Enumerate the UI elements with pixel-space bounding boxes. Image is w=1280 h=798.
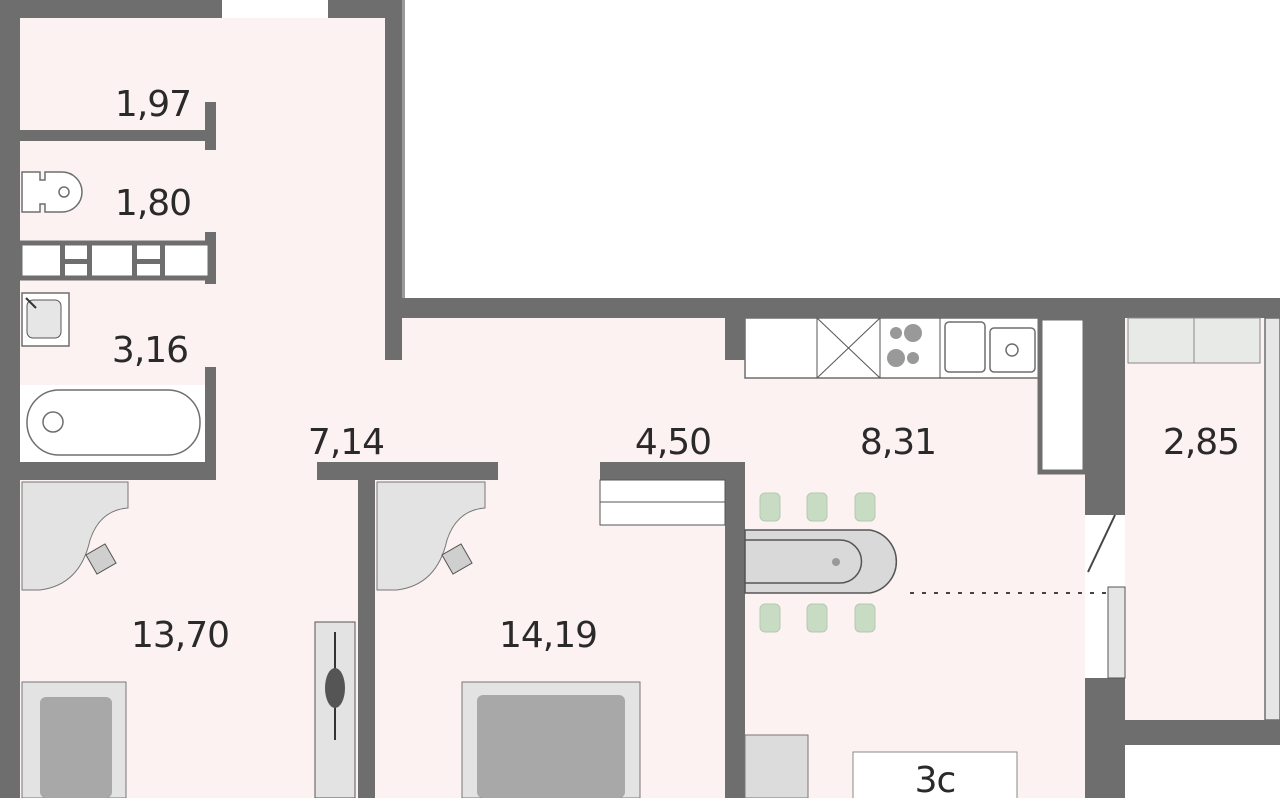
bar-stools xyxy=(759,492,876,633)
door-swing xyxy=(1087,514,1116,573)
kitchen-shelf xyxy=(1037,315,1088,475)
balcony-cabinets xyxy=(1127,317,1261,364)
area-label: 13,70 xyxy=(131,615,229,656)
floor-balcony xyxy=(1125,318,1270,720)
apartment-label: 3c xyxy=(915,760,956,798)
area-label: 7,14 xyxy=(308,422,384,463)
desk-middle xyxy=(376,481,486,591)
bed-left xyxy=(21,681,127,798)
area-label: 1,97 xyxy=(115,84,191,125)
area-label: 1,80 xyxy=(115,183,191,224)
area-label: 14,19 xyxy=(499,615,597,656)
closet-rail xyxy=(599,479,726,526)
toilet-icon xyxy=(21,171,83,213)
area-label: 4,50 xyxy=(635,422,711,463)
area-label: 8,31 xyxy=(860,422,936,463)
sink-icon xyxy=(21,292,70,347)
wardrobe xyxy=(314,621,356,798)
area-label: 3,16 xyxy=(112,330,188,371)
bed-middle xyxy=(461,681,641,798)
area-label: 2,85 xyxy=(1163,422,1239,463)
apartment-label-box xyxy=(852,751,1018,798)
desk-left xyxy=(21,481,129,591)
bathtub-icon xyxy=(20,385,205,462)
shelf-unit xyxy=(17,240,213,281)
sofa xyxy=(744,734,809,798)
kitchen-counter xyxy=(744,317,1041,379)
bar-island xyxy=(744,529,1108,594)
window xyxy=(1107,586,1126,679)
